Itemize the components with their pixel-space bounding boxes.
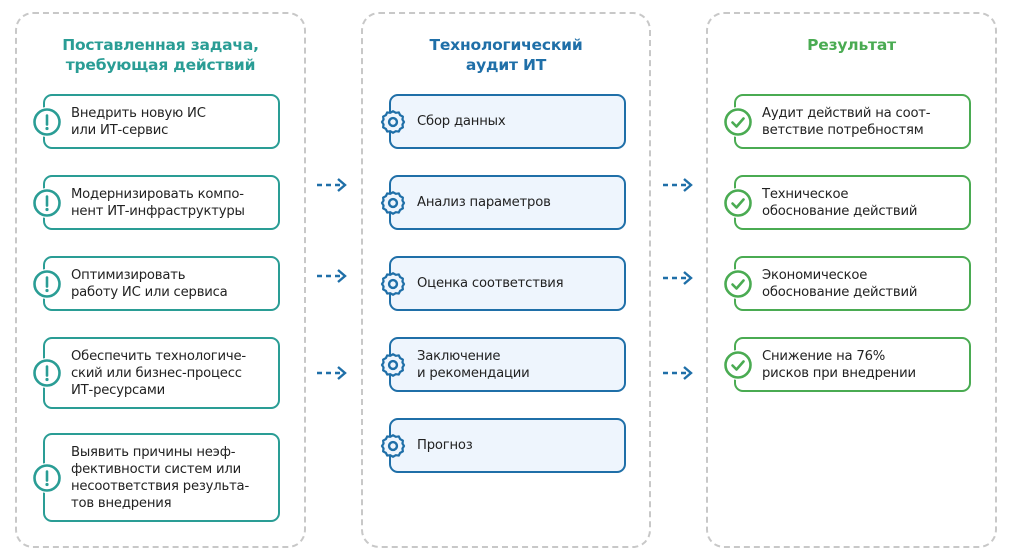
audit-step-card: Прогноз: [380, 418, 626, 473]
audit-step-label: Прогноз: [417, 438, 473, 453]
task-column: Поставленная задача, требующая действий …: [15, 12, 306, 548]
result-column: Результат Аудит действий на соот- ветств…: [706, 12, 997, 548]
audit-step-card: Сбор данных: [380, 94, 626, 149]
task-column-title: Поставленная задача, требующая действий: [62, 36, 259, 74]
result-column-title: Результат: [807, 36, 896, 54]
audit-column: Технологический аудит ИТ Сбор данных Ана…: [361, 12, 651, 548]
dashed-arrow-right-icon: [663, 271, 693, 285]
audit-step-card: Оценка соответствия: [380, 256, 626, 311]
check-circle-icon: [723, 349, 753, 380]
gear-icon: [378, 431, 408, 461]
gear-icon: [378, 188, 408, 218]
audit-step-label: Оценка соответствия: [417, 276, 564, 291]
audit-step-label: Сбор данных: [417, 114, 506, 129]
exclamation-circle-icon: [32, 462, 62, 493]
exclamation-circle-icon: [32, 358, 62, 388]
audit-step-card: Заключение и рекомендации: [380, 337, 626, 392]
dashed-arrow-right-icon: [663, 178, 693, 192]
check-circle-icon: [723, 106, 753, 137]
exclamation-circle-icon: [32, 268, 62, 299]
dashed-arrow-right-icon: [663, 366, 693, 380]
audit-step-card: Анализ параметров: [380, 175, 626, 230]
dashed-arrow-right-icon: [317, 178, 347, 192]
result-card: Экономическое обоснование действий: [723, 256, 971, 311]
exclamation-circle-icon: [32, 187, 62, 218]
task-card-label: Оптимизировать работу ИС или сервиса: [71, 267, 228, 300]
dashed-arrow-right-icon: [317, 366, 347, 380]
task-card-label: Выявить причины неэф- фективности систем…: [71, 444, 249, 511]
gear-icon: [378, 107, 408, 137]
check-circle-icon: [723, 268, 753, 299]
check-circle-icon: [723, 187, 753, 218]
gear-icon: [378, 269, 408, 299]
dashed-arrow-right-icon: [317, 269, 347, 283]
result-card: Техническое обоснование действий: [723, 175, 971, 230]
task-card-label: Модернизировать компо- нент ИТ-инфрастру…: [71, 186, 245, 219]
exclamation-circle-icon: [32, 106, 62, 137]
result-card-label: Техническое обоснование действий: [762, 186, 918, 219]
audit-step-label: Заключение и рекомендации: [417, 348, 530, 381]
result-card-label: Экономическое обоснование действий: [762, 267, 918, 300]
task-card: Обеспечить технологиче- ский или бизнес-…: [32, 337, 280, 409]
result-card: Аудит действий на соот- ветствие потребн…: [723, 94, 971, 149]
result-card: Снижение на 76% рисков при внедрении: [723, 337, 971, 392]
task-card: Выявить причины неэф- фективности систем…: [32, 433, 280, 522]
task-card: Внедрить новую ИС или ИТ-сервис: [32, 94, 280, 149]
result-card-label: Аудит действий на соот- ветствие потребн…: [762, 105, 931, 138]
gear-icon: [378, 350, 408, 380]
result-card-label: Снижение на 76% рисков при внедрении: [762, 348, 916, 381]
task-card: Модернизировать компо- нент ИТ-инфрастру…: [32, 175, 280, 230]
task-card-label: Обеспечить технологиче- ский или бизнес-…: [71, 348, 246, 398]
task-card: Оптимизировать работу ИС или сервиса: [32, 256, 280, 311]
audit-step-label: Анализ параметров: [417, 195, 551, 210]
task-card-label: Внедрить новую ИС или ИТ-сервис: [71, 105, 206, 138]
audit-column-title: Технологический аудит ИТ: [429, 36, 583, 74]
